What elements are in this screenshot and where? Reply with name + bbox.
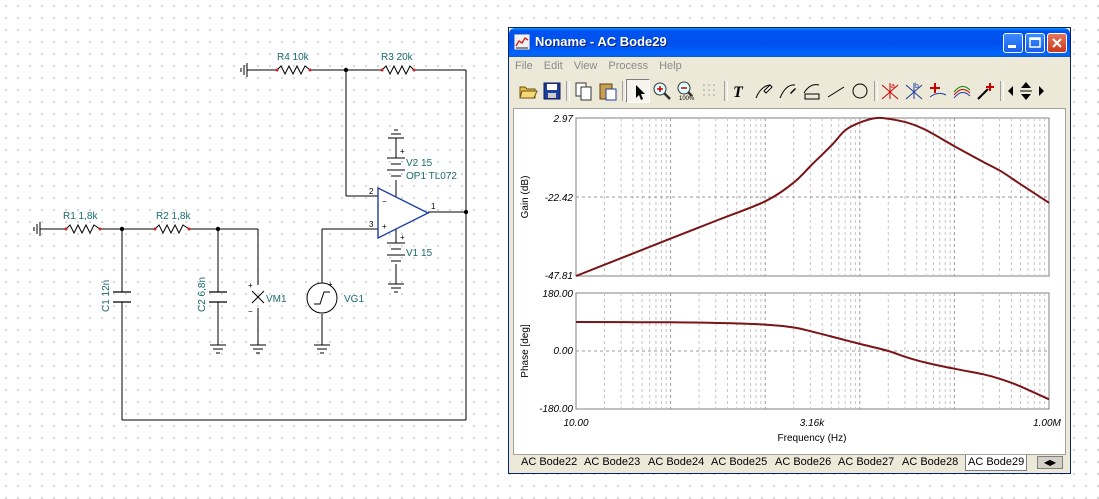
vm1-minus-label: − bbox=[248, 307, 253, 316]
circle-icon[interactable] bbox=[848, 79, 872, 103]
v1-label: V1 15 bbox=[406, 248, 433, 259]
pen-curve2-icon[interactable] bbox=[776, 79, 800, 103]
window-title: Noname - AC Bode29 bbox=[535, 34, 667, 49]
grid-icon[interactable] bbox=[698, 79, 722, 103]
menu-process[interactable]: Process bbox=[608, 60, 649, 72]
tab-ac-bode22[interactable]: AC Bode22 bbox=[521, 456, 578, 468]
gain-ytick-bottom: -47.81 bbox=[545, 271, 573, 282]
menu-view[interactable]: View bbox=[573, 60, 598, 72]
op-pin2-label: 2 bbox=[369, 187, 374, 196]
svg-text:100%: 100% bbox=[679, 96, 695, 101]
op-minus-label: − bbox=[382, 197, 387, 206]
vg1-plus-label: + bbox=[328, 280, 333, 289]
line-icon[interactable] bbox=[824, 79, 848, 103]
v2-label: V2 15 bbox=[406, 158, 433, 169]
arrow-updown-icon[interactable] bbox=[1016, 79, 1034, 103]
tab-ac-bode25[interactable]: AC Bode25 bbox=[711, 456, 768, 468]
r3-label: R3 20k bbox=[381, 52, 414, 63]
r1-label: R1 1,8k bbox=[63, 211, 98, 222]
tab-scroll-arrows[interactable]: ◀▶ bbox=[1037, 456, 1063, 469]
cursor-a-icon[interactable]: a bbox=[878, 79, 902, 103]
freq-xtick-mid: 3.16k bbox=[800, 418, 825, 429]
circuit-schematic[interactable]: R4 10k R3 20k V2 15 OP1 TL072 R1 1,8k R2… bbox=[0, 0, 505, 499]
phase-curve bbox=[575, 321, 1050, 401]
v1-plus-label: + bbox=[400, 233, 405, 242]
r4-label: R4 10k bbox=[277, 52, 310, 63]
vg1-label: VG1 bbox=[344, 294, 364, 305]
probe-icon[interactable] bbox=[974, 79, 998, 103]
tab-bar: AC Bode22 AC Bode23 AC Bode24 AC Bode25 … bbox=[513, 455, 1066, 471]
tab-ac-bode29-active[interactable]: AC Bode29 bbox=[965, 455, 1028, 471]
phase-ytick-top: 180.00 bbox=[542, 289, 573, 300]
op-pin3-label: 3 bbox=[369, 220, 374, 229]
vm1-label: VM1 bbox=[266, 294, 287, 305]
gain-ytick-top: 2.97 bbox=[553, 114, 574, 125]
bode-chart[interactable]: 2.97 -22.42 -47.81 Gain (dB) 180.00 0.00… bbox=[514, 109, 1065, 454]
bode-app-icon bbox=[514, 34, 530, 50]
freq-xtick-right: 1.00M bbox=[1033, 418, 1061, 429]
pen-curve-icon[interactable] bbox=[752, 79, 776, 103]
arrow-left-icon[interactable] bbox=[1004, 79, 1016, 103]
tab-ac-bode27[interactable]: AC Bode27 bbox=[838, 456, 895, 468]
freq-xtick-left: 10.00 bbox=[563, 418, 588, 429]
op-plus-label: + bbox=[382, 222, 387, 231]
svg-text:b: b bbox=[915, 83, 919, 90]
c1-label: C1 12n bbox=[101, 280, 112, 312]
cursor-b-icon[interactable]: b bbox=[902, 79, 926, 103]
open-icon[interactable] bbox=[516, 79, 540, 103]
zoom-out-icon[interactable]: 100% bbox=[674, 79, 698, 103]
arrow-right-icon[interactable] bbox=[1034, 79, 1046, 103]
svg-text:a: a bbox=[891, 83, 895, 90]
bode-plot-window[interactable]: Noname - AC Bode29 File Edit View Process He… bbox=[508, 27, 1071, 474]
minimize-button[interactable] bbox=[1003, 33, 1023, 53]
menu-bar: File Edit View Process Help bbox=[509, 57, 1070, 77]
text-icon[interactable]: T bbox=[728, 79, 752, 103]
phase-ytick-mid: 0.00 bbox=[554, 346, 574, 357]
tab-ac-bode28[interactable]: AC Bode28 bbox=[902, 456, 959, 468]
v2-plus-label: + bbox=[400, 147, 405, 156]
menu-edit[interactable]: Edit bbox=[543, 60, 563, 72]
tab-ac-bode26[interactable]: AC Bode26 bbox=[775, 456, 832, 468]
curve-edit-icon[interactable] bbox=[800, 79, 824, 103]
phase-axis-title: Phase [deg] bbox=[520, 324, 531, 378]
curves-icon[interactable] bbox=[950, 79, 974, 103]
r2-label: R2 1,8k bbox=[156, 211, 191, 222]
paste-icon[interactable] bbox=[596, 79, 620, 103]
maximize-button[interactable] bbox=[1025, 33, 1045, 53]
gain-axis-title: Gain (dB) bbox=[520, 176, 531, 219]
op1-label: OP1 TL072 bbox=[406, 171, 457, 182]
phase-ytick-bottom: -180.00 bbox=[539, 404, 573, 415]
frequency-axis-title: Frequency (Hz) bbox=[778, 433, 847, 444]
menu-help[interactable]: Help bbox=[659, 60, 682, 72]
copy-icon[interactable] bbox=[572, 79, 596, 103]
pointer-icon[interactable] bbox=[626, 79, 650, 103]
add-marker-icon[interactable] bbox=[926, 79, 950, 103]
save-icon[interactable] bbox=[540, 79, 564, 103]
toolbar: 100% T a b bbox=[512, 79, 1067, 105]
tab-ac-bode23[interactable]: AC Bode23 bbox=[584, 456, 641, 468]
zoom-in-icon[interactable] bbox=[650, 79, 674, 103]
tab-ac-bode24[interactable]: AC Bode24 bbox=[648, 456, 705, 468]
plot-area[interactable]: 2.97 -22.42 -47.81 Gain (dB) 180.00 0.00… bbox=[513, 108, 1066, 455]
vm1-plus-label: + bbox=[248, 281, 253, 290]
close-button[interactable] bbox=[1047, 33, 1067, 53]
window-titlebar[interactable]: Noname - AC Bode29 bbox=[509, 28, 1070, 57]
op-pin1-label: 1 bbox=[431, 202, 436, 211]
svg-text:T: T bbox=[733, 84, 744, 101]
c2-label: C2 6,8n bbox=[197, 277, 208, 312]
menu-file[interactable]: File bbox=[515, 60, 533, 72]
gain-ytick-mid: -22.42 bbox=[545, 193, 574, 204]
gain-curve bbox=[575, 116, 1050, 277]
